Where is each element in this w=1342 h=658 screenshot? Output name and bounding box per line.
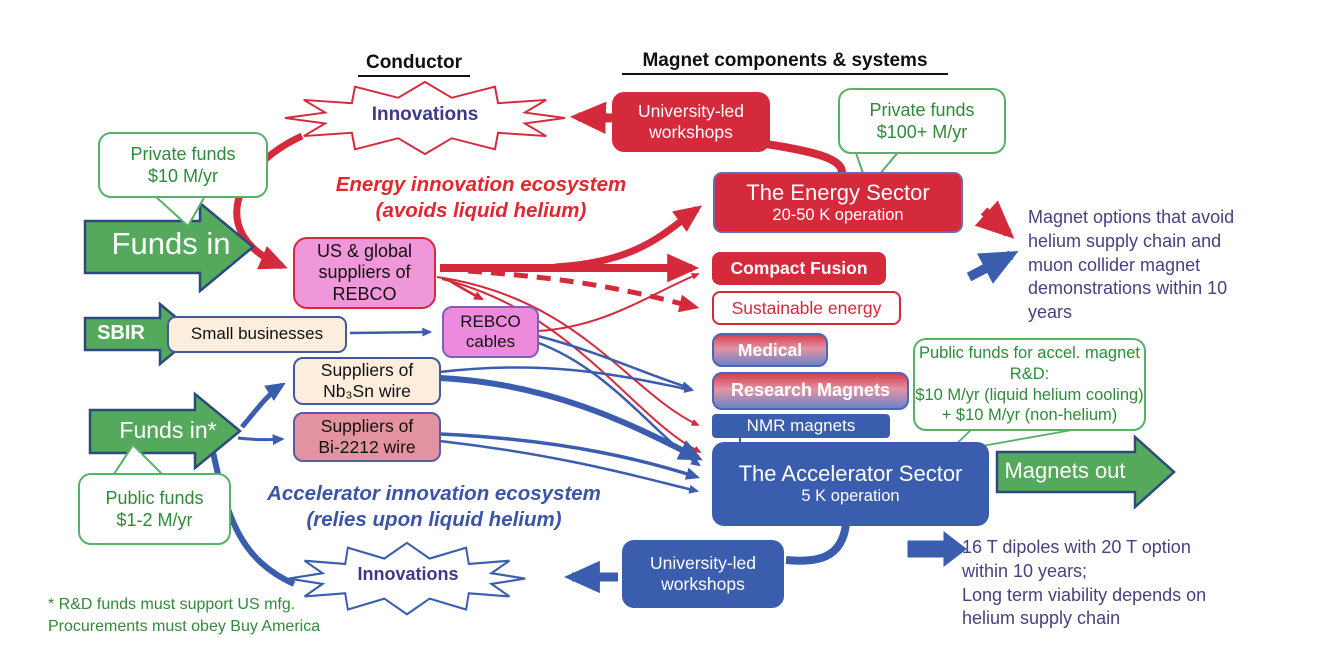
curve-accelerator-to-workshops-bottom bbox=[785, 523, 850, 565]
innovations-bottom-label: Innovations bbox=[357, 564, 459, 584]
sustainable-energy-box: Sustainable energy bbox=[712, 291, 901, 325]
rebco-cables-box: REBCO cables bbox=[442, 306, 539, 358]
arrow-cables-to-fusion bbox=[537, 273, 700, 332]
dipole-note-arrow bbox=[907, 530, 967, 568]
conductor-heading: Conductor bbox=[358, 52, 470, 78]
nmr-magnets-box: NMR magnets bbox=[712, 414, 890, 438]
arrow-small-businesses-to-cables bbox=[349, 327, 433, 337]
funds-in-star-arrow-shape bbox=[88, 391, 242, 471]
innovations-starburst-bottom bbox=[288, 541, 526, 616]
arrow-fundsin2-to-bi2212 bbox=[237, 434, 285, 445]
private-funds-10-bubble: Private funds $10 M/yr bbox=[98, 132, 268, 198]
dipole-note: 16 T dipoles with 20 T option within 10 … bbox=[962, 537, 1207, 629]
arrow-rebco-to-energy-sector bbox=[554, 205, 703, 271]
nb3sn-suppliers-box: Suppliers of Nb₃Sn wire bbox=[293, 357, 441, 405]
arrow-cables-to-accelerator bbox=[535, 340, 701, 467]
energy-sector-title: The Energy Sector bbox=[746, 179, 930, 205]
legend-red-arrow bbox=[974, 200, 1015, 239]
accelerator-sector-subtitle: 5 K operation bbox=[801, 487, 900, 506]
energy-ecosystem-label: Energy innovation ecosystem (avoids liqu… bbox=[335, 173, 627, 222]
research-magnets-box: Research Magnets bbox=[712, 372, 909, 410]
footnote: * R&D funds must support US mfg. Procure… bbox=[48, 596, 321, 635]
university-workshops-bottom: University-led workshops bbox=[622, 540, 784, 608]
arrow-rebco-to-nmr bbox=[436, 276, 700, 426]
energy-sector-box: The Energy Sector 20-50 K operation bbox=[713, 172, 963, 233]
arrow-bi2212-to-accelerator-2 bbox=[439, 439, 700, 494]
magnets-out-arrow-shape bbox=[995, 434, 1176, 510]
arrow-rebco-to-sustainable-dashed bbox=[467, 268, 700, 313]
arrow-innovations-to-rebco-suppliers bbox=[233, 132, 304, 270]
accelerator-sector-box: The Accelerator Sector 5 K operation bbox=[712, 442, 989, 526]
innovations-top-label: Innovations bbox=[371, 104, 479, 125]
medical-box: Medical bbox=[712, 333, 828, 367]
legend-blue-arrow bbox=[966, 250, 1019, 284]
private-funds-100-bubble: Private funds $100+ M/yr bbox=[838, 88, 1006, 154]
arrow-cables-to-research bbox=[537, 334, 693, 391]
funds-in-arrow-shape bbox=[83, 200, 255, 294]
arrow-fundsin2-to-nb3sn bbox=[240, 382, 286, 429]
bi2212-suppliers-box: Suppliers of Bi-2212 wire bbox=[293, 412, 441, 462]
magnet-systems-heading: Magnet components & systems bbox=[622, 50, 948, 76]
accelerator-sector-title: The Accelerator Sector bbox=[738, 461, 963, 487]
arrow-workshops-to-innovations-top bbox=[569, 101, 613, 135]
rebco-suppliers-box: US & global suppliers of REBCO bbox=[293, 237, 436, 309]
energy-sector-subtitle: 20-50 K operation bbox=[772, 205, 904, 224]
public-funds-accel-bubble: Public funds for accel. magnet R&D: $10 … bbox=[913, 338, 1146, 431]
public-funds-12-bubble: Public funds $1-2 M/yr bbox=[78, 473, 231, 545]
accelerator-ecosystem-label: Accelerator innovation ecosystem (relies… bbox=[267, 482, 601, 531]
arrow-rebco-to-accelerator bbox=[441, 278, 702, 453]
sbir-arrow-label: SBIR bbox=[97, 322, 145, 344]
funds-in-star-arrow-label: Funds in* bbox=[119, 417, 217, 443]
small-businesses-box: Small businesses bbox=[167, 316, 347, 353]
curve-energy-sector-to-workshops bbox=[765, 140, 846, 178]
legend-arrows-note: Magnet options that avoid helium supply … bbox=[1028, 207, 1235, 322]
funds-in-arrow-label: Funds in bbox=[111, 226, 231, 261]
university-workshops-top: University-led workshops bbox=[612, 92, 770, 152]
compact-fusion-box: Compact Fusion bbox=[712, 252, 886, 285]
magnets-out-arrow-label: Magnets out bbox=[1004, 458, 1126, 483]
arrow-bi2212-to-accelerator-1 bbox=[439, 432, 701, 480]
innovations-starburst-top bbox=[284, 80, 566, 156]
